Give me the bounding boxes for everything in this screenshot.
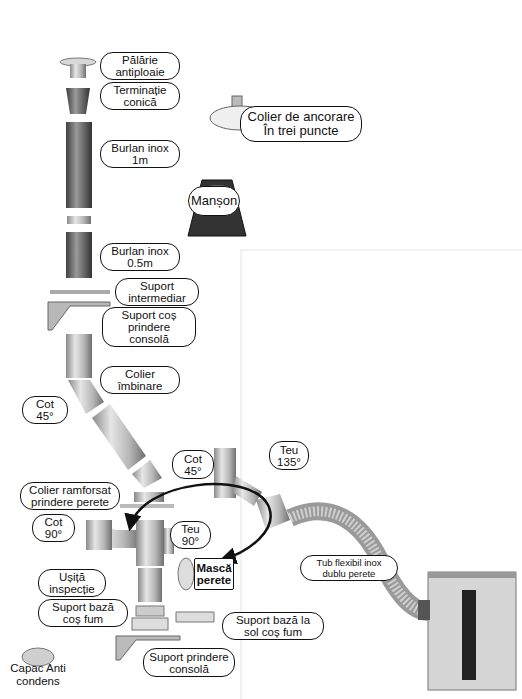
part-label: Suport coș prindere consolă xyxy=(102,307,196,347)
label-text: Teu 90° xyxy=(176,523,205,547)
part-label: Pălărie antiploaie xyxy=(100,52,180,80)
stove-top xyxy=(428,572,516,578)
part-label: Cot 45° xyxy=(22,396,68,424)
label-text: Colier ramforsat prindere perete xyxy=(26,484,114,508)
part-label: Mască perete xyxy=(194,558,234,590)
pipe-05m xyxy=(66,232,92,278)
floor-base xyxy=(132,618,168,630)
label-text: Terminație conică xyxy=(106,84,174,108)
part-label: Burlan inox 0.5m xyxy=(100,243,180,271)
part-label: Teu 90° xyxy=(170,521,211,549)
console-support xyxy=(48,302,110,330)
part-label: Colier ramforsat prindere perete xyxy=(20,482,120,510)
part-label: Manșon xyxy=(188,186,240,216)
label-text: Pălărie antiploaie xyxy=(106,54,174,78)
part-label: Terminație conică xyxy=(100,82,180,110)
label-text: Colier îmbinare xyxy=(106,368,174,392)
label-text: Cot 45° xyxy=(178,453,208,477)
label-text: Teu 135° xyxy=(275,444,303,468)
label-text: Burlan inox 0.5m xyxy=(106,245,174,269)
elbow-90-body xyxy=(86,520,112,550)
tee-90 xyxy=(136,520,164,566)
elbow-45 xyxy=(132,460,162,488)
flexible-hose-ribs xyxy=(290,511,430,612)
part-label: Suport bază coș fum xyxy=(38,599,128,627)
label-text: Suport coș prindere consolă xyxy=(108,309,190,345)
base-support xyxy=(136,606,164,616)
part-label: Burlan inox 1m xyxy=(100,140,180,168)
label-text: Manșon xyxy=(191,194,237,208)
label-text: Suport bază la sol coș fum xyxy=(228,614,318,638)
flashing xyxy=(188,180,246,236)
pipe-1m xyxy=(66,122,92,208)
pipe-segment xyxy=(66,334,92,378)
label-text: Burlan inox 1m xyxy=(106,142,174,166)
flexible-hose xyxy=(290,511,430,612)
label-text: Mască perete xyxy=(196,562,231,586)
intermediate-support xyxy=(50,290,110,294)
part-label: Suport prindere consolă xyxy=(143,648,235,677)
part-label: Suport bază la sol coș fum xyxy=(222,612,324,640)
label-text: Colier de ancorare În trei puncte xyxy=(246,110,356,138)
part-label: Ușiță inspecție xyxy=(38,569,106,597)
stove xyxy=(428,572,516,690)
label-text: Cot 90° xyxy=(38,516,69,540)
part-caption: Capac Anti condens xyxy=(0,662,76,688)
stove-door xyxy=(462,590,476,680)
part-label: Cot 45° xyxy=(172,450,214,479)
part-label: Cot 90° xyxy=(32,514,75,542)
diagonal-pipe xyxy=(92,404,146,470)
pipe-ring xyxy=(67,216,91,224)
rain-cap-stem xyxy=(70,64,86,78)
conical-terminal xyxy=(66,88,90,114)
label-text: Cot 45° xyxy=(28,398,62,422)
inspection-door xyxy=(138,568,162,602)
label-text: Suport intermediar xyxy=(121,280,193,304)
label-text: Suport bază coș fum xyxy=(44,601,122,625)
part-label: Tub flexibil inox dublu perete xyxy=(300,555,398,581)
pointer-arrow xyxy=(130,484,271,560)
part-label: Colier de ancorare În trei puncte xyxy=(240,106,362,142)
elbow xyxy=(256,494,290,530)
part-label: Suport intermediar xyxy=(115,278,199,306)
stove-outlet xyxy=(418,600,430,620)
floor-base-plate xyxy=(176,612,214,622)
part-label: Teu 135° xyxy=(269,441,309,470)
elbow-45 xyxy=(68,380,104,414)
label-text: Ușiță inspecție xyxy=(44,571,100,595)
wall-plate xyxy=(178,558,194,590)
label-text: Tub flexibil inox dublu perete xyxy=(306,557,392,579)
part-label: Colier îmbinare xyxy=(100,366,180,394)
label-text: Suport prindere consolă xyxy=(149,651,229,675)
